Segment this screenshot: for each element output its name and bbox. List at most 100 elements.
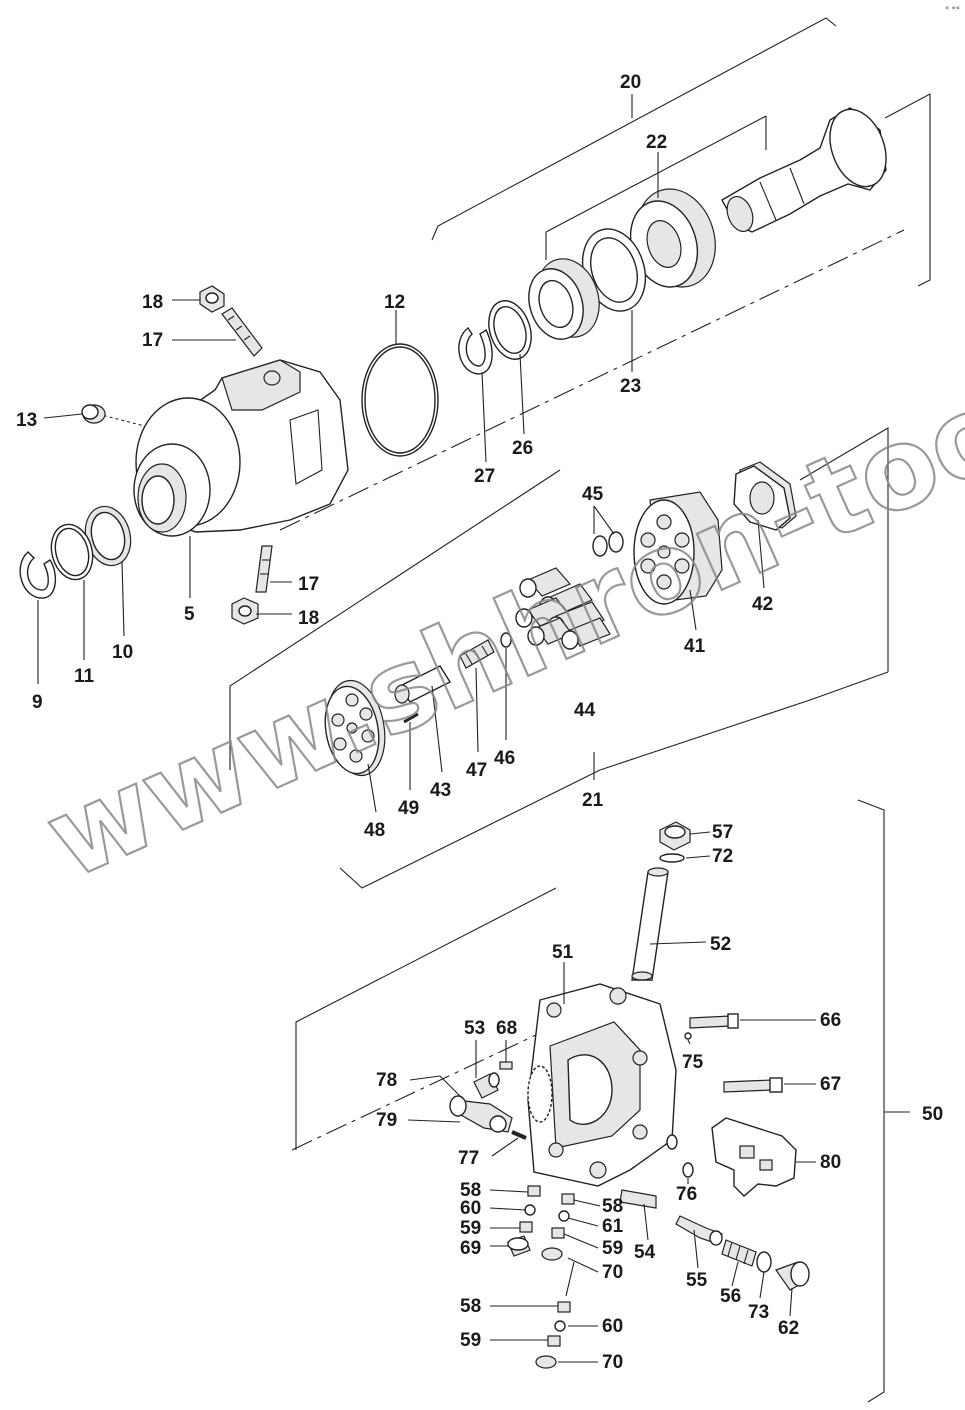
callout-46: 46 [494,748,515,769]
plug [81,404,106,424]
callout-67: 67 [820,1074,841,1095]
small-pin [403,712,419,724]
pistons [515,567,611,650]
top-plug [659,821,691,863]
callout-23: 23 [620,376,641,397]
callout-57: 57 [712,822,733,843]
callout-17-lower: 17 [298,574,319,595]
end-plug [775,1261,810,1291]
bolt-lower [723,1077,783,1093]
callout-75: 75 [682,1052,704,1073]
callout-59-middle: 59 [602,1238,623,1259]
callout-9: 9 [32,692,43,713]
callout-66: 66 [820,1010,841,1031]
nut-upper [199,285,225,313]
callout-68: 68 [496,1018,517,1039]
callout-70-upper: 70 [602,1262,623,1283]
poppet [675,1215,723,1246]
callout-58-bottom: 58 [460,1296,481,1317]
snap-ring [458,326,493,375]
callout-10: 10 [112,642,133,663]
stud-lower [255,545,273,593]
callout-54: 54 [634,1242,656,1263]
callout-27: 27 [474,466,495,487]
callout-22: 22 [646,132,667,153]
callout-77: 77 [458,1148,479,1169]
callout-5: 5 [184,604,195,625]
callout-labels: 20 22 23 26 27 12 18 17 13 5 17 18 9 11 … [16,72,943,1373]
end-cover [527,983,677,1187]
watermark-text: www.shhron-too.kz [28,290,965,905]
spool-54 [619,1189,657,1209]
callout-41: 41 [684,636,706,657]
callout-42: 42 [752,594,773,615]
callout-45: 45 [582,484,604,505]
tiny-plug [684,1032,692,1040]
callout-51: 51 [552,942,574,963]
callout-80: 80 [820,1152,841,1173]
bracket-assembly-50 [295,799,910,1403]
callout-48: 48 [364,820,385,841]
callout-58-middle: 58 [602,1196,623,1217]
callout-18-lower: 18 [298,608,319,629]
cylinder-block [633,491,723,605]
callout-26: 26 [512,438,533,459]
callout-18-upper: 18 [142,292,163,313]
washer-ring [50,523,94,581]
nut-lower [231,597,259,625]
callout-62: 62 [778,1318,799,1339]
corner-mark: « «« [945,4,960,12]
dowel-pin [511,1130,527,1140]
seal-ring-73 [756,1251,772,1273]
relief-valve-cartridge [449,1095,513,1133]
spring-rings [592,531,624,557]
callout-49: 49 [398,798,419,819]
callout-21: 21 [582,790,604,811]
check-plug [473,1061,513,1099]
leader-lines [37,115,816,1363]
callout-11: 11 [74,666,95,687]
plug-stack-middle [541,1193,575,1261]
bracket-assembly-21 [229,427,889,889]
stud-upper [221,307,263,357]
valve-plate [733,461,797,531]
plug-stack-bottom [535,1301,571,1369]
callout-70-lower: 70 [602,1352,623,1373]
solenoid-block [711,1117,797,1197]
callout-52: 52 [710,934,731,955]
callout-55: 55 [686,1270,708,1291]
valve-spool [631,867,669,981]
callout-56: 56 [720,1286,741,1307]
callout-53: 53 [464,1018,485,1039]
callout-76: 76 [676,1184,697,1205]
callout-50: 50 [922,1104,943,1125]
callout-13: 13 [16,410,37,431]
callout-79: 79 [376,1110,397,1131]
small-oring [666,1134,694,1178]
retainer-plate [324,679,386,777]
callout-20: 20 [620,72,641,93]
alignment-lines [97,229,905,1151]
callout-72: 72 [712,846,733,867]
bearing [629,188,716,288]
bearing-ring [528,258,600,340]
seal-ring [488,300,532,360]
callout-43: 43 [430,780,451,801]
callout-58-left: 58 [460,1180,481,1201]
center-pin [394,665,452,704]
valve-spring [721,1239,757,1267]
retaining-ring [19,551,57,599]
thrust-washer [581,228,647,312]
motor-housing [133,359,349,537]
center-spring [459,639,495,669]
o-ring [361,343,439,457]
callout-17-upper: 17 [142,330,163,351]
callout-59-left: 59 [460,1218,481,1239]
callout-60-left: 60 [460,1198,481,1219]
callout-69: 69 [460,1238,481,1259]
bracket-assembly-20 [431,17,931,287]
callout-12: 12 [384,292,405,313]
callout-47: 47 [466,760,487,781]
callout-60-bottom: 60 [602,1316,623,1337]
